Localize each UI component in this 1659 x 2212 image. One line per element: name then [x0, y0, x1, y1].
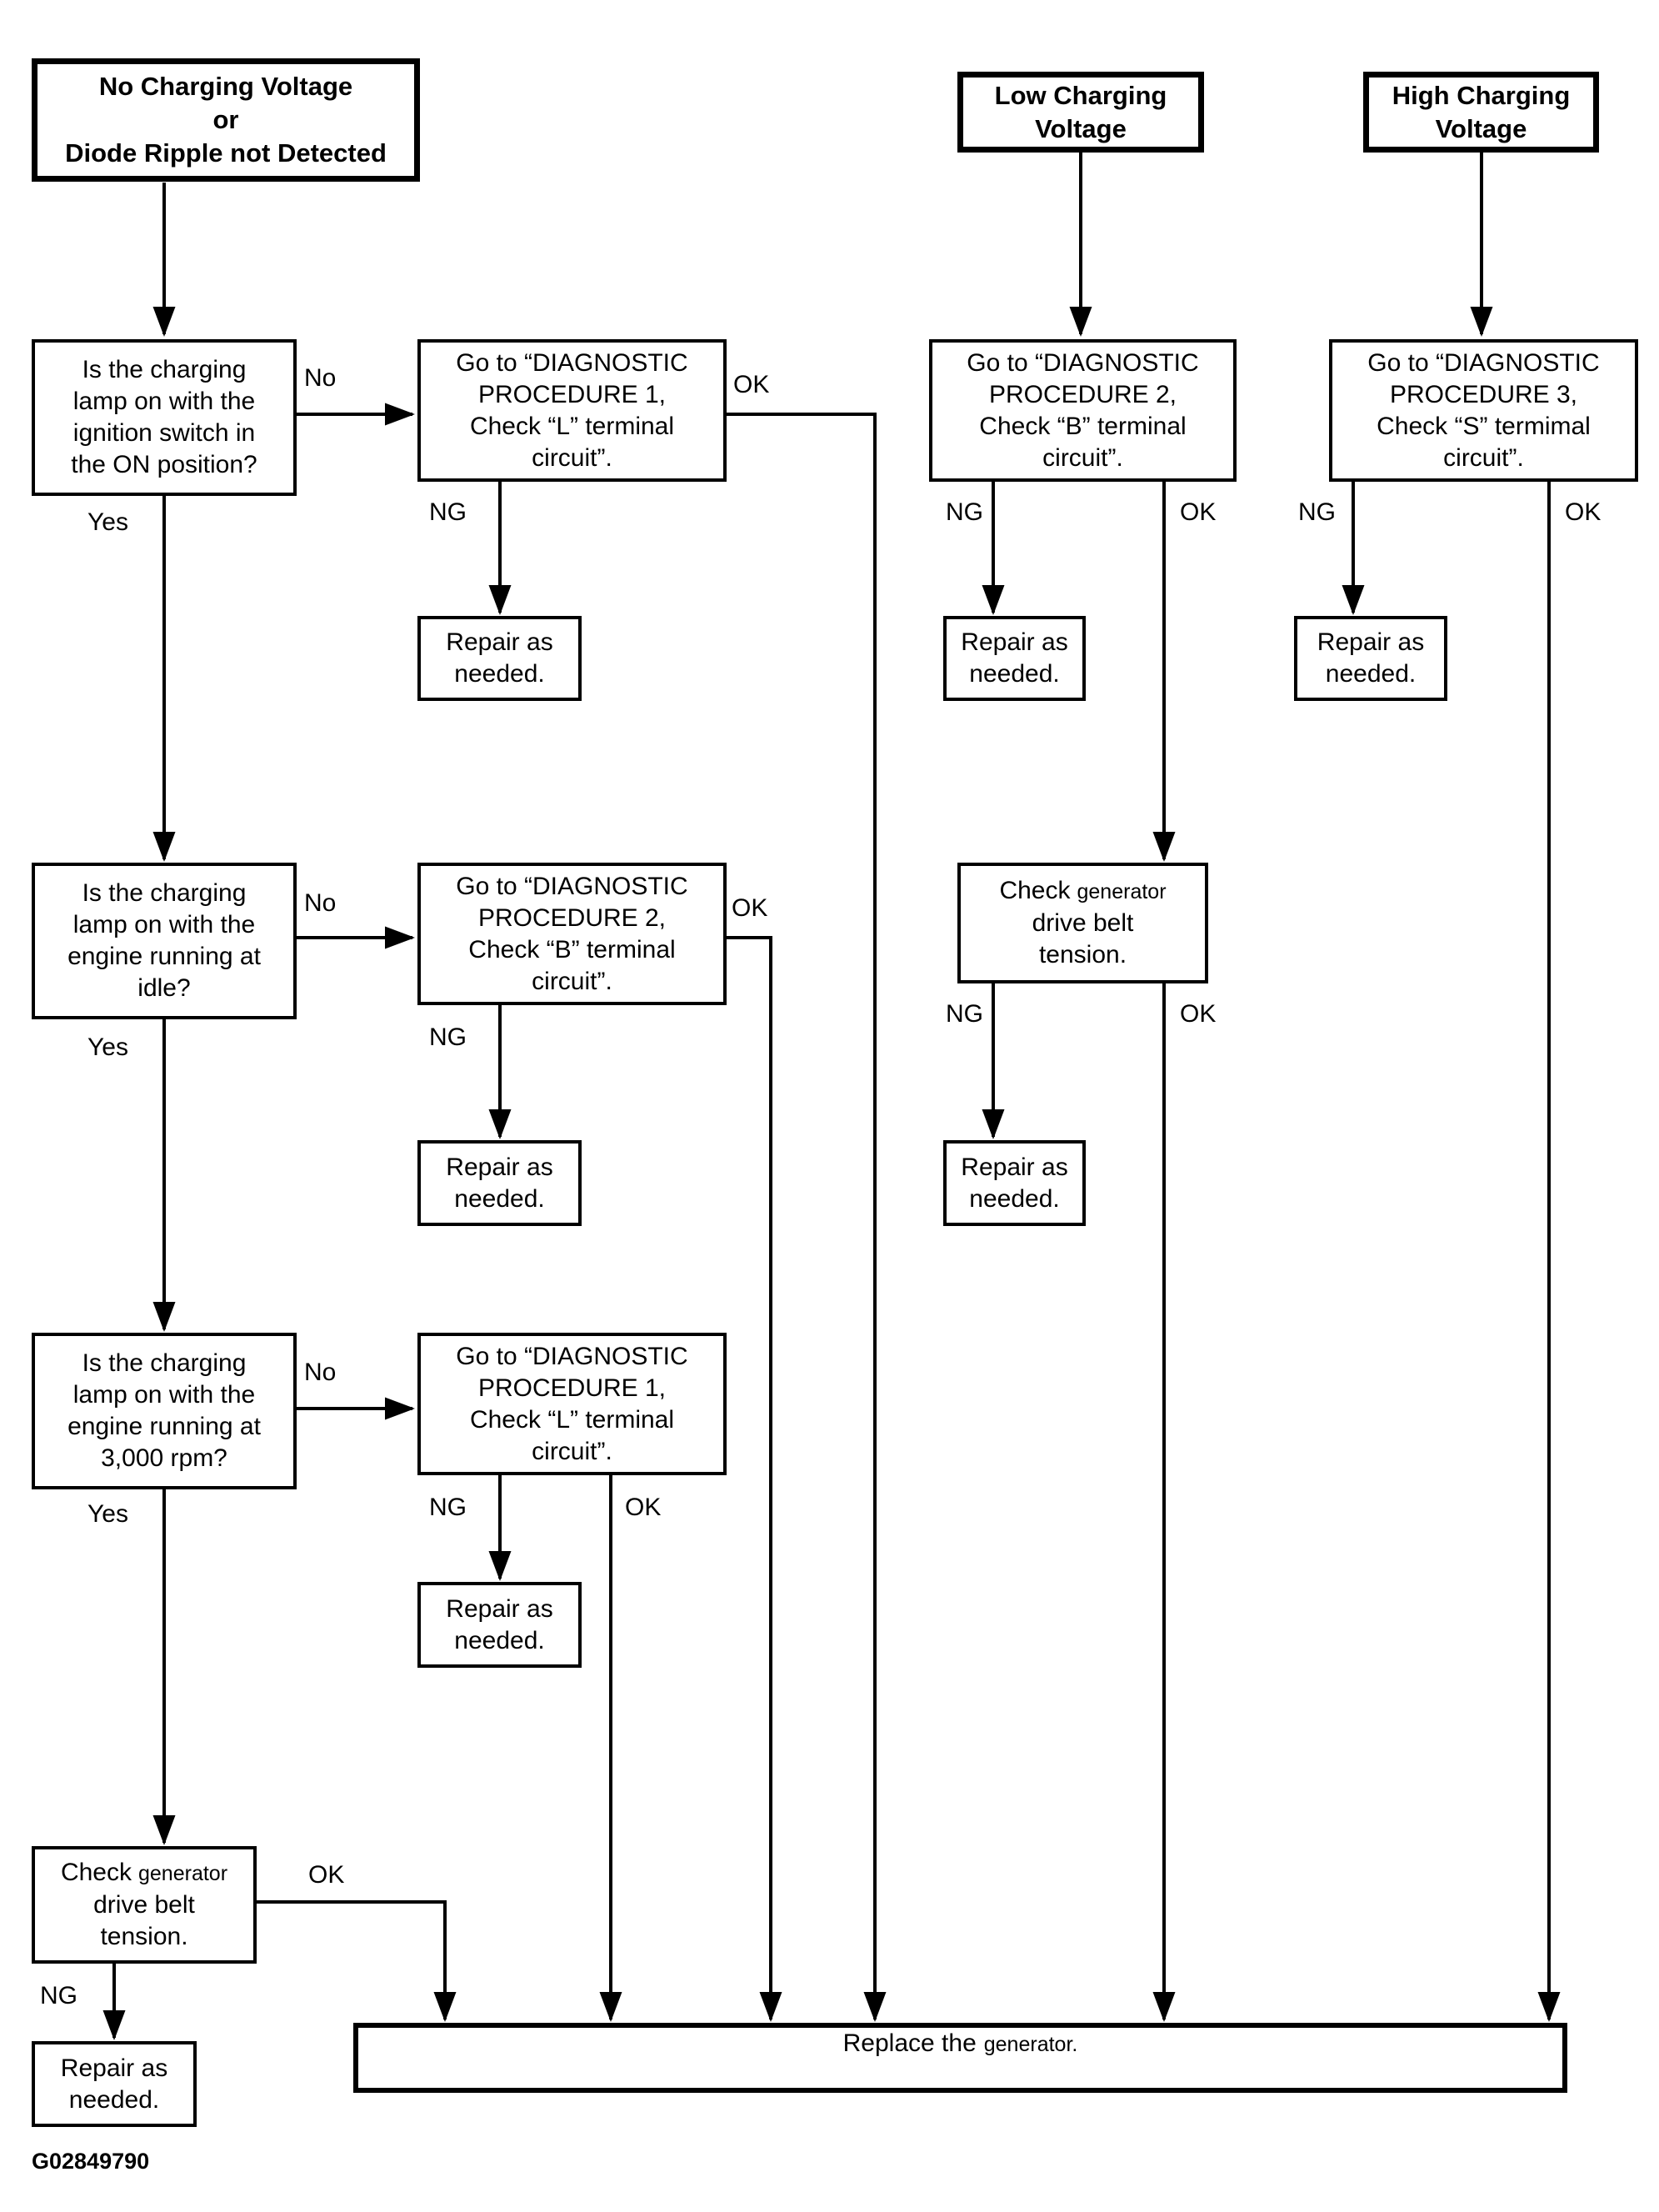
repair-box-row1-left: Repair as needed. — [417, 616, 582, 701]
question-box-lamp-engine-idle: Is the charging lamp on with the engine … — [32, 863, 297, 1019]
replace-generator-bar: Replace the generator. — [353, 2023, 1567, 2093]
label-ng-row2-left: NG — [429, 1023, 467, 1051]
figure-id: G02849790 — [32, 2149, 150, 2174]
replace-text-small: generator. — [983, 2033, 1078, 2056]
label-no-row1: No — [304, 364, 337, 392]
repair-box-mid-belt: Repair as needed. — [943, 1140, 1086, 1226]
procedure-box-diag2-b-terminal-mid: Go to “DIAGNOSTIC PROCEDURE 2, Check “B”… — [929, 339, 1237, 482]
procedure-box-diag3-s-terminal-right: Go to “DIAGNOSTIC PROCEDURE 3, Check “S”… — [1329, 339, 1638, 482]
label-yes-row2: Yes — [87, 1033, 128, 1061]
question-box-lamp-ignition-on: Is the charging lamp on with the ignitio… — [32, 339, 297, 496]
repair-box-row3-left: Repair as needed. — [417, 1582, 582, 1668]
procedure-box-diag2-b-terminal-row2: Go to “DIAGNOSTIC PROCEDURE 2, Check “B”… — [417, 863, 727, 1005]
arrow-p1a-ok-replace — [727, 413, 887, 2022]
start-box-low-charging-voltage: Low Charging Voltage — [957, 72, 1204, 153]
label-yes-row3: Yes — [87, 1500, 128, 1528]
check-belt-line2: drive belt — [1032, 909, 1134, 937]
procedure-box-diag1-l-terminal-row1: Go to “DIAGNOSTIC PROCEDURE 1, Check “L”… — [417, 339, 727, 482]
label-ng-row3-left: NG — [429, 1494, 467, 1521]
label-ng-belt-mid: NG — [946, 1000, 983, 1028]
repair-box-bottom-left: Repair as needed. — [32, 2041, 197, 2127]
arrow-checkbelt-left-ok-replace — [257, 1900, 457, 2022]
start-box-high-charging-voltage: High Charging Voltage — [1363, 72, 1599, 153]
question-box-lamp-engine-3000rpm: Is the charging lamp on with the engine … — [32, 1333, 297, 1489]
label-no-row3: No — [304, 1359, 337, 1386]
label-ok-row2-left: OK — [732, 894, 768, 922]
label-ok-row1-right: OK — [1565, 498, 1602, 526]
check-belt-line3: tension. — [1038, 941, 1127, 968]
arrow-p2a-ok-replace — [727, 936, 782, 2022]
procedure-box-diag1-l-terminal-row3: Go to “DIAGNOSTIC PROCEDURE 1, Check “L”… — [417, 1333, 727, 1475]
label-ok-row1-left: OK — [733, 371, 770, 398]
label-ng-row1-left: NG — [429, 498, 467, 526]
replace-text: Replace the — [842, 2029, 977, 2057]
label-ok-row3-left: OK — [625, 1494, 662, 1521]
repair-box-row1-mid: Repair as needed. — [943, 616, 1086, 701]
label-ng-row1-right: NG — [1298, 498, 1336, 526]
repair-box-row2-left: Repair as needed. — [417, 1140, 582, 1226]
check-belt-line2: drive belt — [93, 1891, 195, 1919]
label-ok-belt-mid: OK — [1180, 1000, 1217, 1028]
label-ok-belt-left: OK — [308, 1861, 345, 1889]
check-belt-line3: tension. — [100, 1923, 188, 1950]
label-ng-row1-mid: NG — [946, 498, 983, 526]
label-yes-row1: Yes — [87, 508, 128, 536]
start-box-no-charging-voltage: No Charging Voltage or Diode Ripple not … — [32, 58, 420, 182]
repair-box-row1-right: Repair as needed. — [1294, 616, 1447, 701]
label-ng-belt-left: NG — [40, 1982, 77, 2009]
label-ok-row1-mid: OK — [1180, 498, 1217, 526]
label-no-row2: No — [304, 889, 337, 917]
